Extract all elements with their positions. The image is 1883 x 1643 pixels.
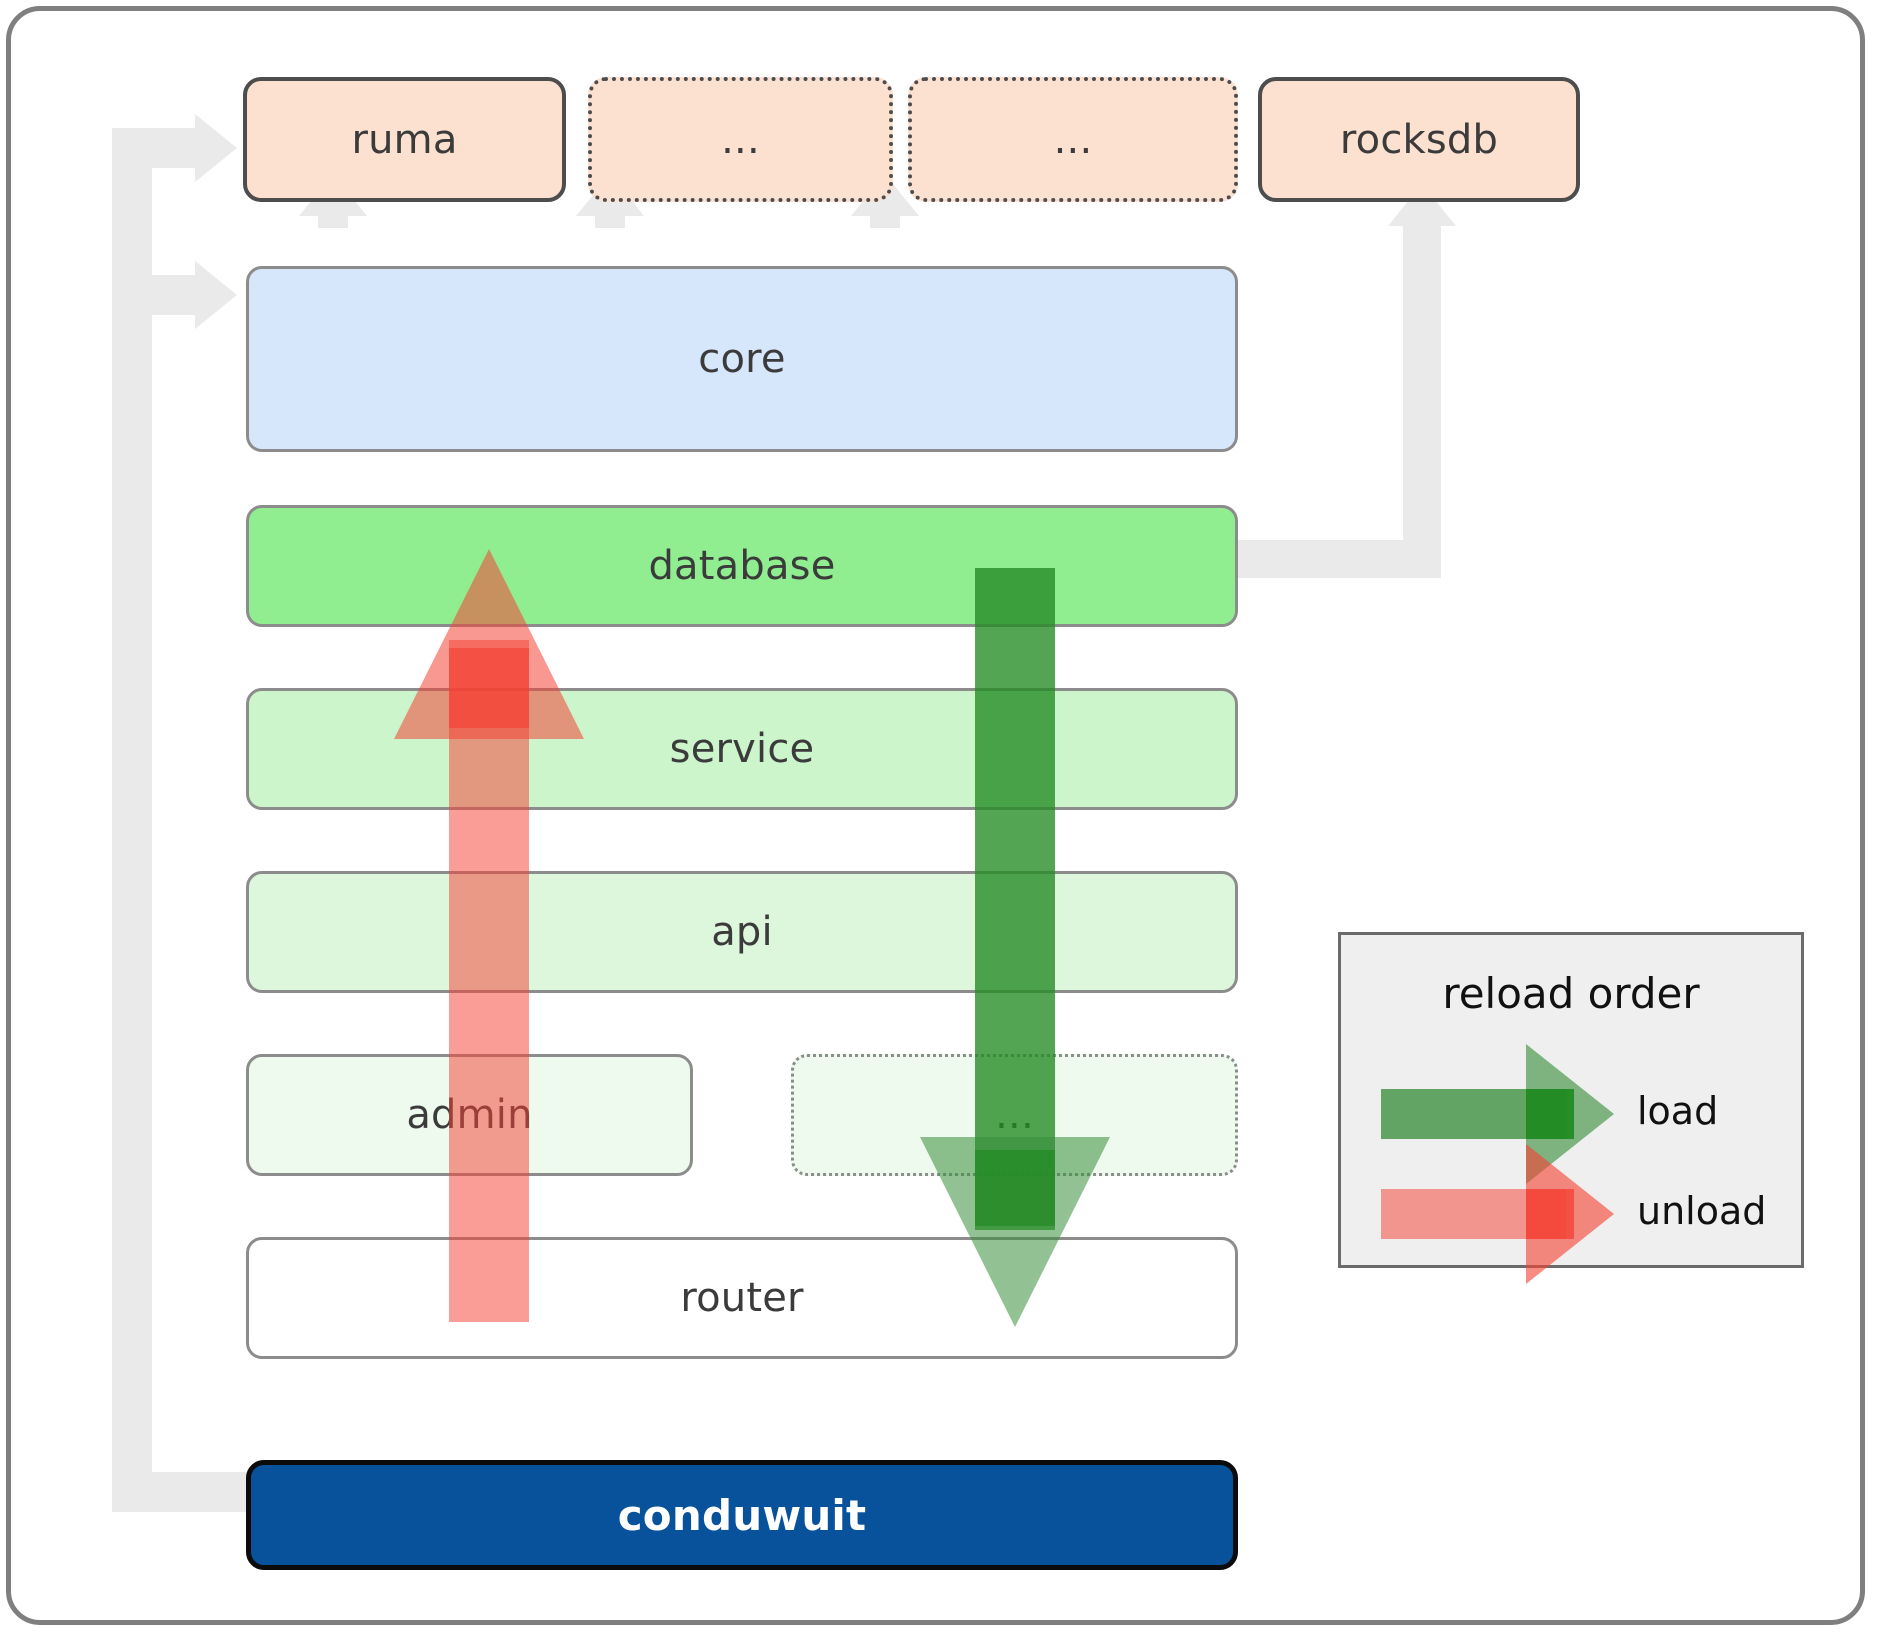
- dependency-label: ...: [721, 116, 760, 163]
- core-node[interactable]: core: [246, 266, 1238, 452]
- load-arrow-head-core: [975, 1150, 1055, 1230]
- legend-label-load: load: [1637, 1089, 1719, 1133]
- layer-label: router: [680, 1275, 804, 1321]
- legend-unload-arrow-head-core: [1526, 1189, 1574, 1239]
- connector-to-core: [112, 275, 200, 315]
- legend-label-unload: unload: [1637, 1189, 1767, 1233]
- connector-from-conduwuit: [112, 1472, 252, 1512]
- unload-arrow-shaft: [449, 640, 529, 1322]
- dependency-node-ellipsis-1[interactable]: ...: [588, 77, 893, 202]
- layer-node-api[interactable]: api: [246, 871, 1238, 993]
- dependency-node-ruma[interactable]: ruma: [243, 77, 566, 202]
- connector-database-to-rocksdb-vertical: [1403, 208, 1441, 578]
- connector-to-ruma: [112, 128, 200, 168]
- legend-row-unload: unload: [1341, 1144, 1807, 1284]
- app-label: conduwuit: [617, 1490, 867, 1540]
- layer-label: api: [711, 909, 773, 955]
- dependency-label: rocksdb: [1339, 116, 1499, 163]
- unload-arrow-head-core: [449, 648, 529, 728]
- layer-label: database: [648, 543, 836, 589]
- dependency-label: ruma: [351, 116, 458, 163]
- legend-load-arrow-head-core: [1526, 1089, 1574, 1139]
- connector-trunk-vertical: [112, 128, 152, 1512]
- connector-to-core-arrowhead: [195, 261, 237, 329]
- core-label: core: [698, 336, 786, 382]
- app-node-conduwuit[interactable]: conduwuit: [246, 1460, 1238, 1570]
- layer-label: service: [669, 726, 815, 772]
- dependency-node-ellipsis-2[interactable]: ...: [908, 77, 1238, 202]
- connector-to-ruma-arrowhead: [195, 114, 237, 182]
- legend-panel: reload order load unload: [1338, 932, 1804, 1284]
- dependency-label: ...: [1053, 116, 1093, 163]
- dependency-node-rocksdb[interactable]: rocksdb: [1258, 77, 1580, 202]
- diagram-frame: [6, 6, 1865, 1625]
- legend-title: reload order: [1442, 969, 1700, 1018]
- load-arrow-shaft: [975, 568, 1055, 1226]
